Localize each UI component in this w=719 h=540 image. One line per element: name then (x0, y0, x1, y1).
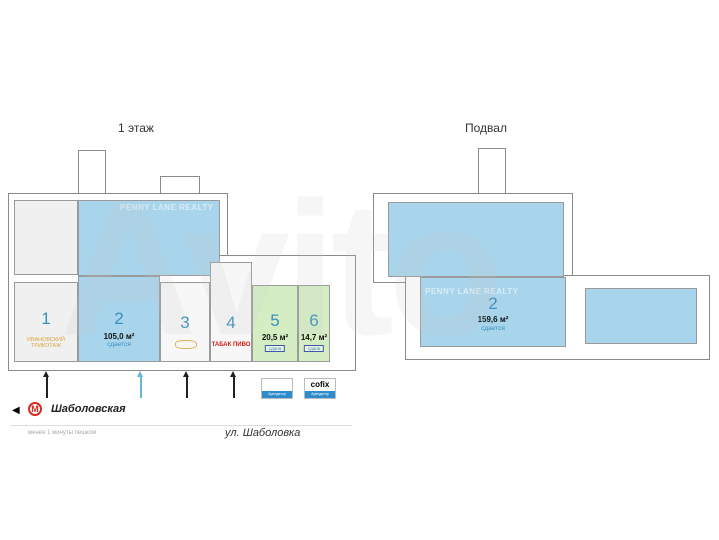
watermark-logo: Avito (60, 163, 504, 375)
metro-note: менее 1 минуты пешком (28, 430, 97, 436)
status-badge: сдана (303, 345, 325, 352)
room-1[interactable]: 1 ИВАНОВСКИЙ ТРИКОТАЖ (14, 282, 78, 362)
room-6[interactable]: 6 14,7 м² сдана (298, 285, 330, 362)
entrance-arrow (183, 371, 189, 398)
entrance-arrow (137, 371, 143, 398)
entrance-arrow (230, 371, 236, 398)
metro-name: Шаболовская (51, 403, 126, 415)
room-2-back[interactable] (78, 200, 220, 276)
watermark: PENNY LANE REALTY (425, 287, 519, 296)
tenant-label: ИВАНОВСКИЙ ТРИКОТАЖ (27, 337, 65, 349)
divider (10, 425, 352, 426)
tenant-label: ТАБАК ПИВО (211, 342, 251, 348)
room-5[interactable]: 5 20,5 м² сдана (252, 285, 298, 362)
tenant-logo (175, 340, 197, 349)
room-3[interactable]: 3 (160, 282, 210, 362)
street-name: ул. Шаболовка (225, 427, 301, 439)
tenant-logo-5: Арендатор (261, 378, 293, 399)
watermark: PENNY LANE REALTY (120, 203, 214, 212)
status-badge: сдана (264, 345, 286, 352)
basement-title: Подвал (465, 121, 507, 135)
floor1-title: 1 этаж (118, 121, 154, 135)
room-2[interactable]: 2 105,0 м² сдается (78, 276, 160, 362)
basement-room-side[interactable] (585, 288, 697, 344)
room-4[interactable]: 4 ТАБАК ПИВО (210, 262, 252, 362)
basement-room-2-back[interactable] (388, 202, 564, 277)
entrance-arrow (43, 371, 49, 398)
room-back (14, 200, 78, 275)
metro-icon: M (28, 402, 42, 416)
back-arrow-icon: ◀ (12, 405, 20, 416)
stairwell (78, 150, 106, 195)
basement-room-2[interactable]: 2 159,6 м² сдается (420, 277, 566, 347)
tenant-logo-cofix: cofix Арендатор (304, 378, 336, 399)
